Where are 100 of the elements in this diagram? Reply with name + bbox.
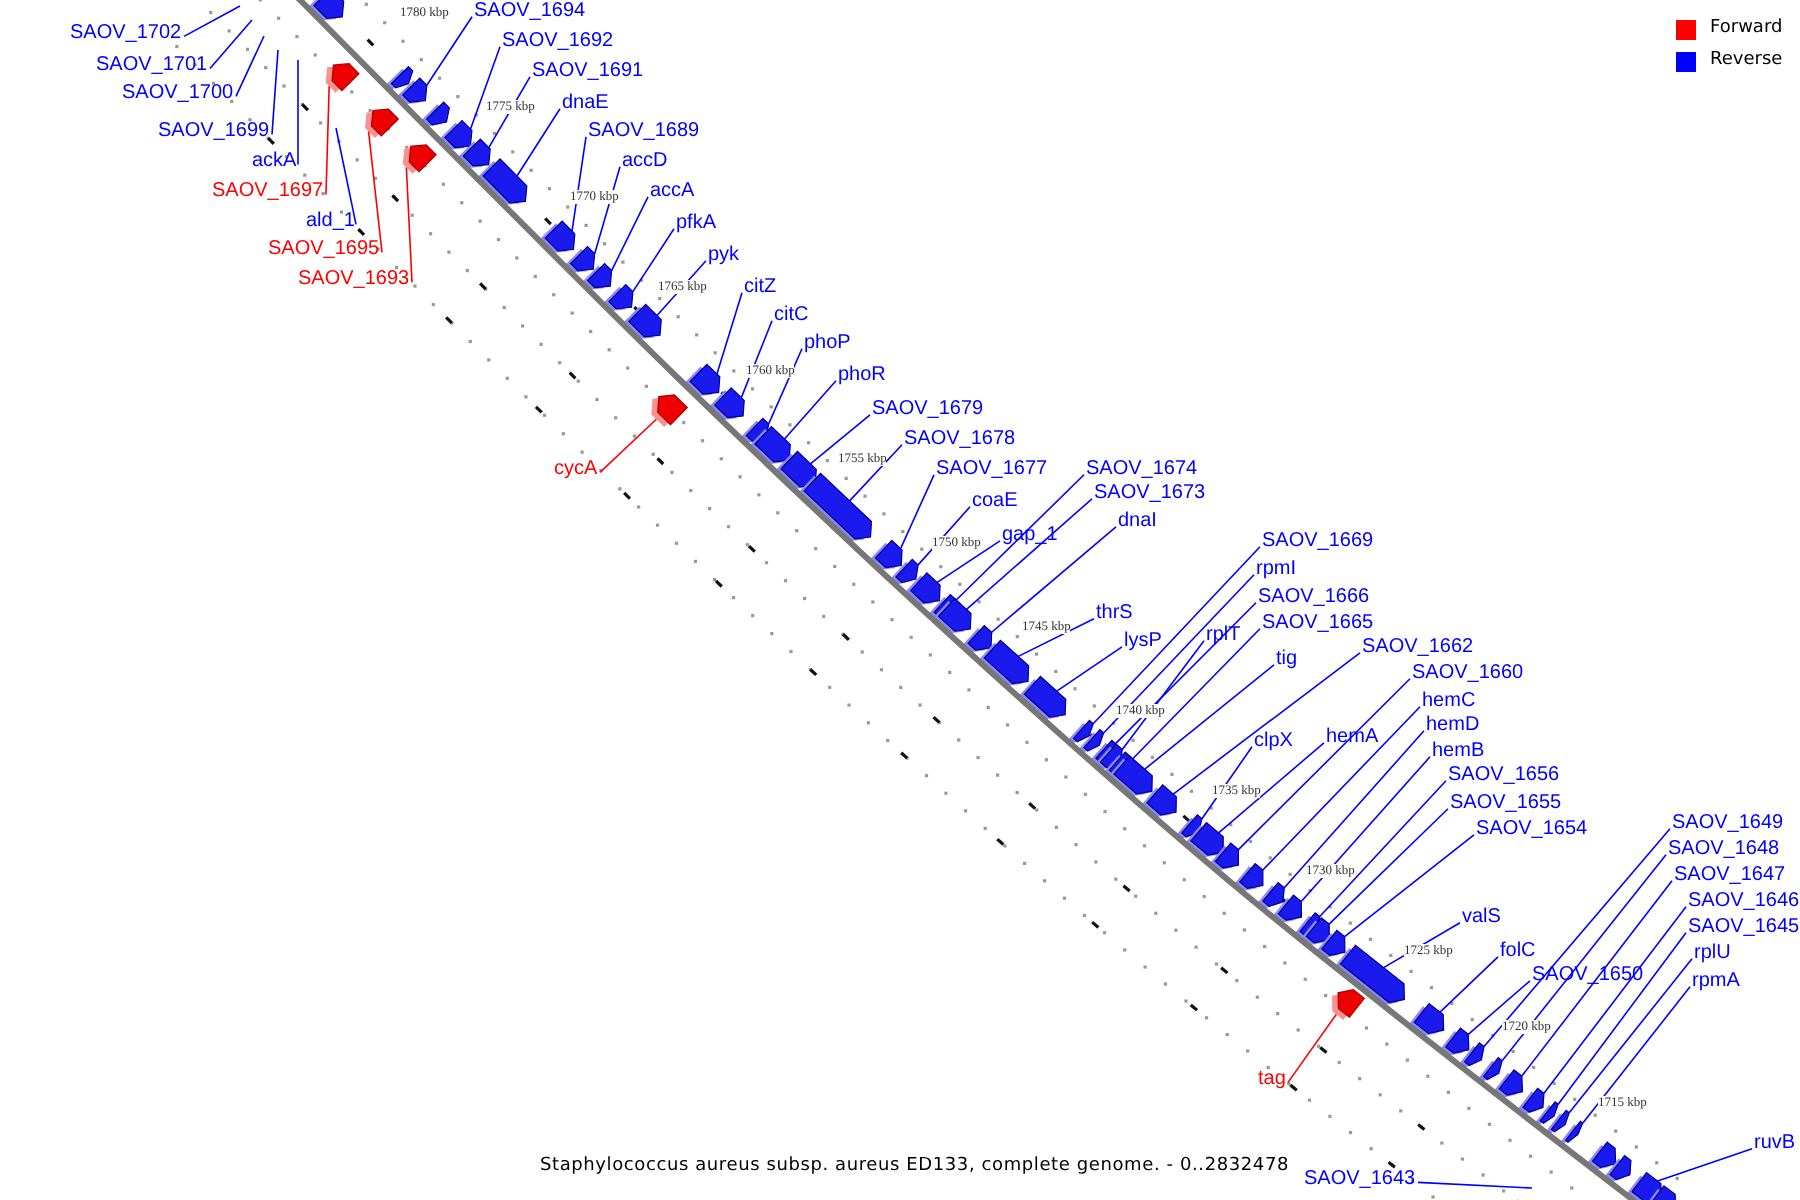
gene-label: SAOV_1645 [1688,916,1800,940]
gene-label: SAOV_1654 [1476,818,1588,842]
leader-line [632,228,675,293]
leader-line [610,196,649,272]
leader-line [1172,652,1361,795]
gene-block [1603,1154,1632,1183]
leader-line [1343,834,1475,938]
leader-line [1483,828,1671,1048]
leader-line [1143,664,1275,770]
gene-label: SAOV_1678 [904,428,1016,452]
leader-line [716,292,743,375]
gene-block [438,119,473,150]
leader-line [783,380,837,440]
gene-block [869,539,903,570]
gene-label: SAOV_1674 [1086,458,1198,482]
caption: Staphylococcus aureus subsp. aureus ED133, complete genome. - 0..2832478 [540,1156,1290,1176]
gene-label: SAOV_1665 [1262,612,1374,636]
gene-label: SAOV_1692 [502,30,614,54]
leader-line [899,474,935,550]
gene-label: SAOV_1694 [474,0,586,24]
leader-line [426,16,473,86]
gene-label: SAOV_1643 [1304,1168,1416,1192]
leader-line [1543,906,1687,1094]
gene-label: cycA [554,458,598,482]
leader-line [955,474,1085,601]
gene-block [538,220,576,254]
gene-block [325,63,360,93]
gene-label: SAOV_1693 [298,268,410,292]
gene-block [622,303,662,339]
gene-block [683,363,721,397]
gene-block [889,558,919,585]
leader-line [767,348,803,425]
leader-line [1114,602,1257,745]
leader-line [936,540,1001,584]
gene-block [1545,1109,1570,1135]
gene-label: SAOV_1666 [1258,586,1370,610]
leader-line [1417,1181,1533,1189]
gene-block [1408,1002,1445,1037]
leader-line [1056,646,1123,692]
gene-block [1140,784,1177,818]
gene-label: hemC [1422,690,1476,714]
gene-label: valS [1462,906,1501,930]
gene-block [1439,1027,1470,1057]
gene-label: ald_1 [306,210,355,234]
gene-label: pyk [708,244,740,268]
gene-label: SAOV_1669 [1262,530,1374,554]
gene-block [1256,881,1285,909]
gene-label: pfkA [676,212,717,236]
gene-block [1018,675,1067,720]
gene-block [365,108,400,139]
gene-label: folC [1500,940,1536,964]
gene-label: SAOV_1660 [1412,662,1524,686]
gene-block [396,77,428,105]
leader-line [1521,880,1673,1077]
leader-line [405,166,413,284]
leader-line [1501,854,1667,1062]
leader-line [325,85,330,196]
leader-line [1467,980,1531,1036]
leader-line [209,19,253,70]
gene-block [402,144,437,174]
gene-label: SAOV_1697 [212,180,324,204]
leader-line [1283,730,1425,889]
gene-block [1334,944,1405,1006]
gene-label: lysP [1124,630,1162,654]
leader-line [1262,706,1421,871]
gene-label: SAOV_1689 [588,120,700,144]
leader-line [1017,618,1095,658]
gene-label: SAOV_1656 [1448,764,1560,788]
gene-label: SAOV_1702 [70,22,182,46]
gene-label: SAOV_1701 [96,54,208,78]
gene-block [456,138,491,169]
gene-label: ackA [252,150,297,174]
leader-line [965,498,1093,611]
gene-label: hemB [1432,740,1485,764]
gene-label: SAOV_1646 [1688,890,1800,914]
gene-label: tag [1258,1068,1286,1092]
legend-label: Reverse [1710,50,1783,70]
gene-label: ruvB [1754,1132,1796,1156]
gene-block [1559,1120,1584,1146]
gene-label: citC [774,304,809,328]
gene-block [602,283,634,311]
gene-label: SAOV_1649 [1672,812,1784,836]
leader-line [271,49,279,136]
gene-block [978,639,1030,686]
leader-line [297,59,299,166]
gene-label: SAOV_1662 [1362,636,1474,660]
gene-block [420,101,450,127]
gene-block [1077,728,1105,754]
gene-block [1477,1056,1503,1083]
leader-line [1656,1148,1753,1182]
gene-label: citZ [744,276,777,300]
leader-line [1217,742,1325,834]
leader-line [516,108,561,177]
gene-label: coaE [972,490,1018,514]
leader-line [1439,956,1499,1013]
gene-label: thrS [1096,602,1133,626]
gene-label: SAOV_1673 [1094,482,1206,506]
gene-label: rpmA [1692,970,1740,994]
gene-block [1300,916,1330,946]
leader-line [1092,546,1261,725]
